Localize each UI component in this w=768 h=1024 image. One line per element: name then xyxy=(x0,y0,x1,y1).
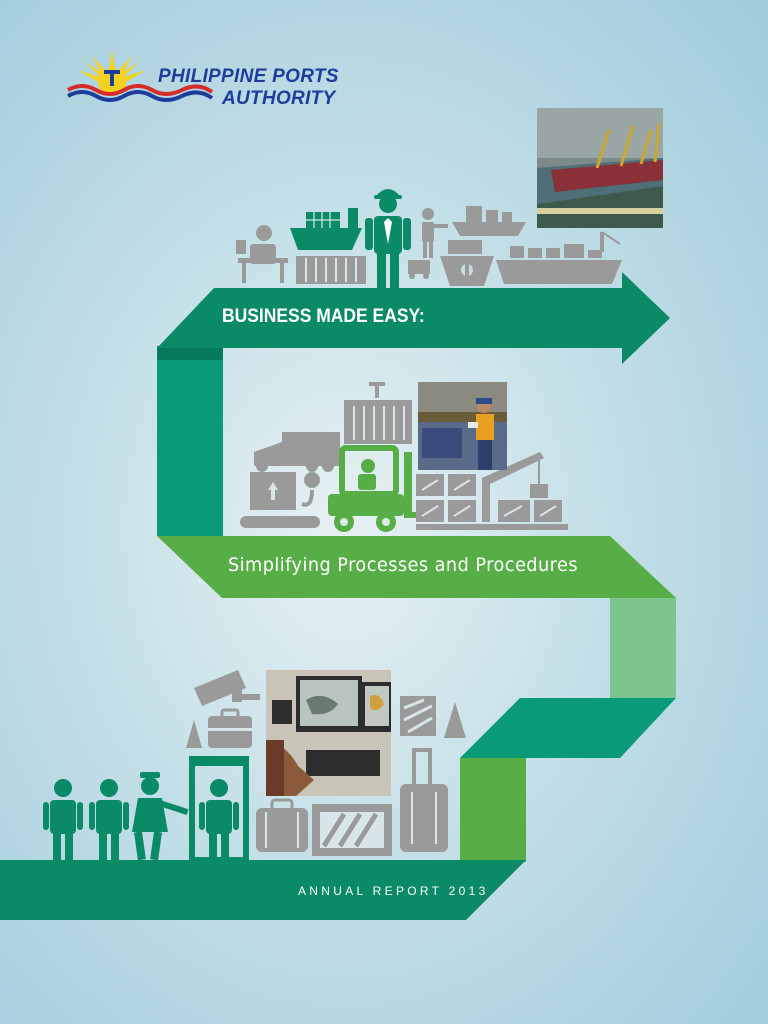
cctv-camera-icon xyxy=(194,670,260,706)
detector-panel-icon xyxy=(189,756,249,766)
freight-ship-icon xyxy=(496,231,622,284)
ppa-sun-wave-logo-icon xyxy=(67,50,214,102)
forklift-icon xyxy=(328,445,440,532)
suitcase-icon xyxy=(256,798,308,852)
xray-monitor-photo xyxy=(266,670,391,796)
cover-heading: BUSINESS MADE EASY: xyxy=(222,306,425,327)
truck-icon-small xyxy=(408,260,430,279)
container-icon xyxy=(296,256,366,284)
lifting-hook-icon xyxy=(301,472,320,507)
hanging-container-icon xyxy=(344,400,412,444)
port-worker-icon xyxy=(365,189,411,288)
anchor-ship-icon xyxy=(440,240,494,286)
annual-report-label: ANNUAL REPORT 2013 xyxy=(298,884,489,898)
briefcase-icon xyxy=(208,708,252,748)
cover-subheading: Simplifying Processes and Procedures xyxy=(228,554,578,576)
container-ship-icon xyxy=(290,208,362,250)
platform-icon xyxy=(416,524,568,530)
truck-icon xyxy=(254,432,340,472)
warehouse-worker-photo xyxy=(418,382,507,470)
rolling-luggage-icon xyxy=(400,748,448,852)
traveler-icon-3 xyxy=(199,779,239,860)
ribbon-step xyxy=(460,698,676,758)
ribbon-left-connector xyxy=(157,346,223,536)
conveyor-icon xyxy=(240,516,320,528)
crane-icon xyxy=(482,452,548,522)
cargo-ship-icon xyxy=(452,206,526,236)
fragile-crate-icon xyxy=(400,696,436,736)
logo-text-line2: AUTHORITY xyxy=(222,88,336,109)
traffic-cone-icon xyxy=(186,702,466,748)
pointing-worker-icon xyxy=(422,208,448,258)
pallet-boxes-icon xyxy=(416,474,562,522)
crane-hook-icon xyxy=(369,382,385,398)
ribbon-lower-connector xyxy=(460,758,526,862)
box-icon xyxy=(250,472,296,510)
ship-crane-photo xyxy=(537,108,663,228)
ribbon-top-arrow xyxy=(157,272,670,364)
traveler-icon-2 xyxy=(89,779,129,860)
ribbon-bottom-band xyxy=(0,860,526,920)
desk-worker-icon xyxy=(236,225,288,283)
ppa-logo: PHILIPPINE PORTS AUTHORITY xyxy=(62,44,362,114)
logo-text-line1: PHILIPPINE PORTS xyxy=(158,66,339,87)
crate-icon xyxy=(312,804,392,856)
security-guard-icon xyxy=(132,772,189,861)
traveler-icon-1 xyxy=(43,779,83,860)
ribbon-right-connector xyxy=(610,598,676,698)
ribbon-middle-band xyxy=(157,536,676,598)
